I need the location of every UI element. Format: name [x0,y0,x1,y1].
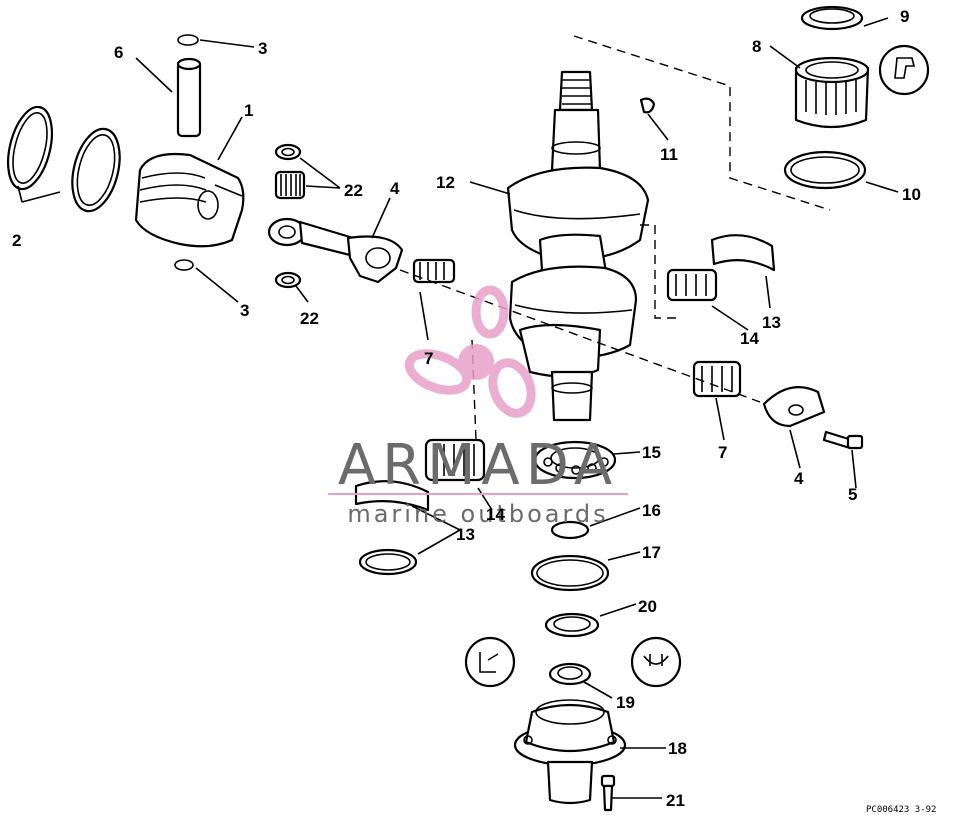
rod-cap-screw [822,430,864,450]
seal-lip-down-icon [630,636,682,688]
label-10: 10 [902,185,921,204]
drawing-code: PC006423 3-92 [866,805,936,815]
label-2: 2 [12,231,21,250]
piston [134,152,245,248]
label-14-right: 14 [740,329,759,348]
label-18: 18 [668,739,687,758]
label-4-rod: 4 [390,179,400,198]
ball-bearing [533,440,617,480]
sealant-tube-icon [878,44,930,96]
needle-bearing-cage [274,170,306,200]
callout-labels: 1 2 3 3 4 4 5 6 7 7 8 9 10 11 12 13 13 1… [12,7,921,810]
housing-screw [600,774,616,812]
top-seal-ring [800,5,864,31]
needle-cage-upper-left [412,258,456,284]
label-19: 19 [616,693,635,712]
piston-pin [176,57,202,138]
label-14-left: 14 [486,505,505,524]
label-11: 11 [660,145,678,164]
label-21: 21 [666,791,685,810]
pin-retainers [174,34,199,271]
label-20: 20 [638,597,657,616]
label-6: 6 [114,43,123,62]
woodruff-key [639,97,656,114]
retaining-ring-lower-left [358,548,418,576]
alignment-lines [399,35,831,441]
label-7-left: 7 [424,349,433,368]
rod-cap [762,386,826,428]
label-12: 12 [436,173,455,192]
needle-cage-right-lower [692,360,742,398]
crankshaft [506,70,650,422]
label-15: 15 [642,443,661,462]
label-3-top: 3 [258,39,267,58]
retaining-ring-large [530,554,610,592]
label-8: 8 [752,37,761,56]
lower-seal [548,662,592,686]
spacer-ring [544,612,600,638]
needle-cage-lower-left [424,438,486,482]
piston-rings [6,105,121,213]
label-16: 16 [642,501,661,520]
bearing-retainer-ring [783,150,867,190]
label-7-right: 7 [718,443,727,462]
rod-bearing-washers [274,143,302,289]
label-13-right: 13 [762,313,781,332]
connecting-rod [267,217,404,284]
label-9: 9 [900,7,909,26]
race-halves-right [666,234,776,302]
label-5: 5 [848,485,857,504]
label-3-bottom: 3 [240,301,249,320]
label-17: 17 [642,543,661,562]
label-13-left: 13 [456,525,475,544]
race-half-lower-left [354,480,430,512]
label-1: 1 [244,101,253,120]
label-22-top: 22 [344,181,363,200]
watermark-tagline: marine outboards [347,500,608,528]
snap-ring-small [550,520,590,540]
watermark-brand: ARMADA [338,433,618,498]
label-22-bottom: 22 [300,309,319,328]
label-4-cap: 4 [794,469,804,488]
seal-lip-up-icon [464,636,516,688]
leader-lines [17,17,899,799]
lower-bearing-housing [513,699,627,805]
upper-roller-bearing [794,56,870,129]
propeller-logo-icon [404,285,536,418]
